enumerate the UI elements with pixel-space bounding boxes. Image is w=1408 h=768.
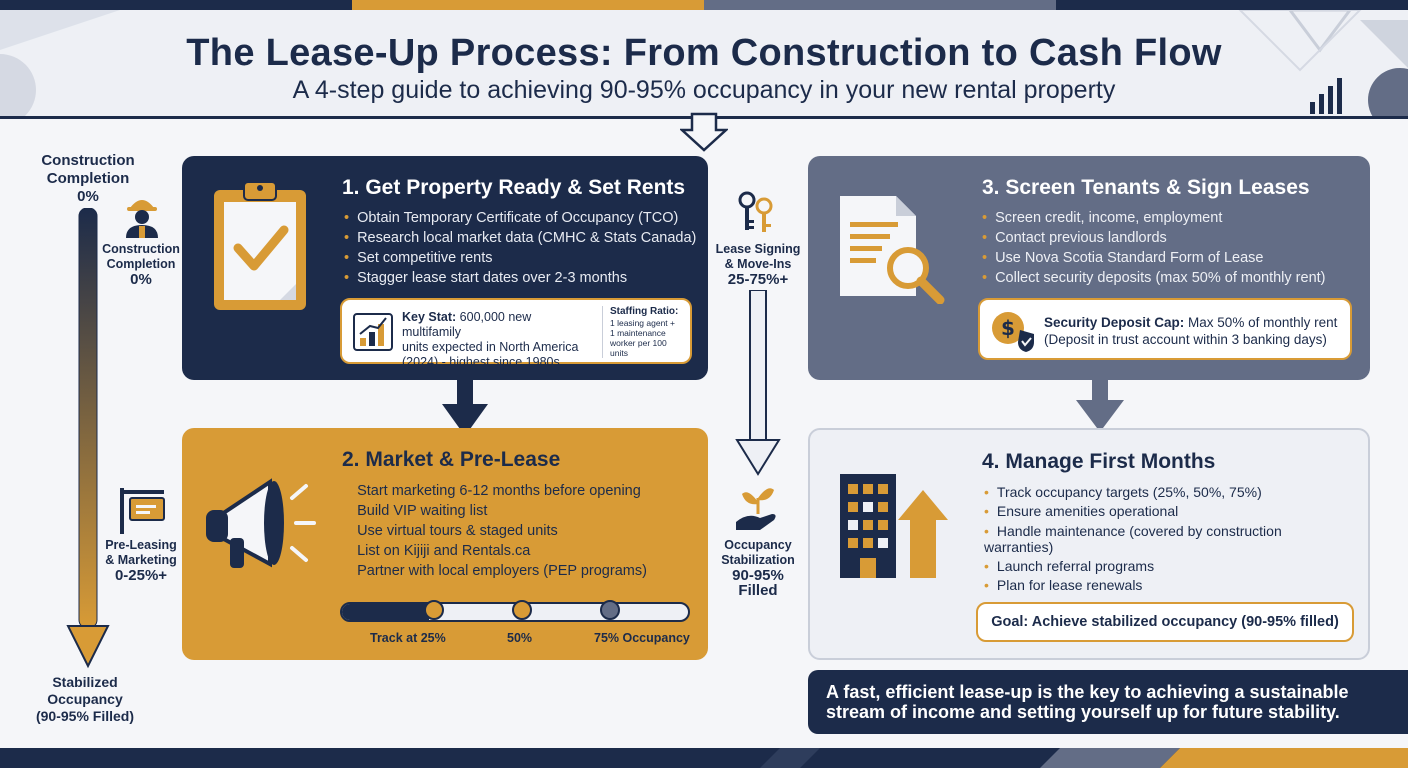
stat-divider bbox=[602, 306, 603, 358]
svg-text:$: $ bbox=[1001, 316, 1015, 340]
key-stat-text: 600,000 new multifamily bbox=[402, 310, 532, 339]
footer-banner: A fast, efficient lease-up is the key to… bbox=[808, 670, 1408, 734]
bottom-decor-bar bbox=[0, 748, 1408, 768]
step1-to-step2-arrow-icon bbox=[442, 378, 488, 436]
list-item: Use Nova Scotia Standard Form of Lease bbox=[982, 248, 1325, 268]
progress-label-75: 75% Occupancy bbox=[594, 631, 690, 645]
list-item: Launch referral programs bbox=[984, 557, 1334, 576]
list-item: Stagger lease start dates over 2-3 month… bbox=[344, 268, 696, 288]
step-4-list: Track occupancy targets (25%, 50%, 75%) … bbox=[984, 483, 1334, 595]
list-item: Screen credit, income, employment bbox=[982, 208, 1325, 228]
header-down-arrow-icon bbox=[680, 112, 728, 152]
list-item: Collect security deposits (max 50% of mo… bbox=[982, 268, 1325, 288]
dollar-shield-icon: $ bbox=[992, 312, 1034, 352]
step-3-list: Screen credit, income, employment Contac… bbox=[982, 208, 1325, 288]
key-stat-box: Key Stat: 600,000 new multifamily units … bbox=[340, 298, 692, 369]
footer-banner-line: A fast, efficient lease-up is the key to… bbox=[826, 682, 1349, 702]
page-title: The Lease-Up Process: From Construction … bbox=[186, 32, 1222, 74]
step-2-title: 2. Market & Pre-Lease bbox=[342, 448, 561, 471]
deposit-cap-text: Max 50% of monthly rent bbox=[1188, 315, 1338, 330]
step-3-card: 3. Screen Tenants & Sign Leases Screen c… bbox=[808, 156, 1370, 380]
keys-icon bbox=[738, 191, 773, 232]
timeline-start-label: Construction Completion 0% bbox=[41, 152, 135, 205]
step-3-title: 3. Screen Tenants & Sign Leases bbox=[982, 176, 1310, 199]
deposit-cap-box: $ Security Deposit Cap: Max 50% of month… bbox=[978, 298, 1352, 360]
staffing-ratio: Staffing Ratio: 1 leasing agent + 1 main… bbox=[610, 306, 679, 358]
step-2-card: 2. Market & Pre-Lease Start marketing 6-… bbox=[182, 428, 708, 660]
step-1-card: 1. Get Property Ready & Set Rents Obtain… bbox=[182, 156, 708, 380]
list-item: Track occupancy targets (25%, 50%, 75%) bbox=[984, 483, 1334, 502]
step-1-list: Obtain Temporary Certificate of Occupanc… bbox=[344, 208, 696, 288]
list-item: Plan for lease renewals bbox=[984, 576, 1334, 595]
lease-signing-label: Lease Signing & Move-Ins 25-75%+ bbox=[715, 242, 801, 288]
list-item: Research local market data (CMHC & Stats… bbox=[344, 228, 696, 248]
key-stat-text: (2024) - highest since 1980s bbox=[402, 355, 560, 369]
building-growth-icon bbox=[840, 474, 948, 578]
step-4-card: 4. Manage First Months Track occupancy t… bbox=[808, 428, 1370, 660]
footer-banner-line: stream of income and setting yourself up… bbox=[826, 702, 1340, 722]
top-decor-bar bbox=[0, 0, 1408, 10]
list-item: Obtain Temporary Certificate of Occupanc… bbox=[344, 208, 696, 228]
list-item: Handle maintenance (covered by construct… bbox=[984, 523, 1334, 555]
header-decor bbox=[0, 10, 1408, 116]
list-item: Partner with local employers (PEP progra… bbox=[344, 561, 647, 581]
list-item: Set competitive rents bbox=[344, 248, 696, 268]
list-item: Use virtual tours & staged units bbox=[344, 521, 647, 541]
list-item: List on Kijiji and Rentals.ca bbox=[344, 541, 647, 561]
progress-marker-50 bbox=[512, 600, 532, 620]
progress-label-25: Track at 25% bbox=[370, 631, 446, 645]
key-stat-label: Key Stat: bbox=[402, 310, 457, 324]
step-2-list: Start marketing 6-12 months before openi… bbox=[344, 481, 647, 581]
goal-box: Goal: Achieve stabilized occupancy (90-9… bbox=[976, 602, 1354, 642]
step3-to-step4-arrow-icon bbox=[1076, 378, 1124, 432]
worker-label: Construction Completion 0% bbox=[102, 242, 180, 288]
hand-plant-icon bbox=[736, 488, 776, 530]
deposit-cap-label: Security Deposit Cap: bbox=[1044, 315, 1185, 330]
left-timeline-arrow bbox=[66, 208, 110, 669]
step-4-title: 4. Manage First Months bbox=[982, 450, 1216, 473]
construction-worker-icon bbox=[126, 200, 158, 238]
step-1-title: 1. Get Property Ready & Set Rents bbox=[342, 176, 686, 199]
list-item: Build VIP waiting list bbox=[344, 501, 647, 521]
page-subtitle: A 4-step guide to achieving 90-95% occup… bbox=[292, 76, 1116, 104]
pre-leasing-label: Pre-Leasing & Marketing 0-25%+ bbox=[105, 538, 177, 584]
progress-fill bbox=[342, 604, 429, 620]
key-stat-text: units expected in North America bbox=[402, 340, 579, 354]
bar-chart-growth-icon bbox=[353, 313, 393, 351]
list-item: Ensure amenities operational bbox=[984, 502, 1334, 521]
list-item: Contact previous landlords bbox=[982, 228, 1325, 248]
timeline-end-label: Stabilized Occupancy (90-95% Filled) bbox=[35, 674, 135, 724]
list-item: Start marketing 6-12 months before openi… bbox=[344, 481, 647, 501]
for-rent-sign-icon bbox=[120, 488, 165, 534]
middle-timeline-arrow bbox=[735, 290, 781, 476]
document-search-icon bbox=[840, 196, 945, 304]
megaphone-icon bbox=[206, 478, 316, 568]
progress-marker-75 bbox=[600, 600, 620, 620]
deposit-cap-text: (Deposit in trust account within 3 banki… bbox=[1044, 332, 1327, 347]
progress-label-50: 50% bbox=[507, 631, 533, 645]
header bbox=[0, 10, 1408, 119]
stabilization-label: Occupancy Stabilization 90-95% Filled bbox=[721, 538, 795, 599]
progress-marker-25 bbox=[424, 600, 444, 620]
clipboard-check-icon bbox=[214, 181, 306, 310]
